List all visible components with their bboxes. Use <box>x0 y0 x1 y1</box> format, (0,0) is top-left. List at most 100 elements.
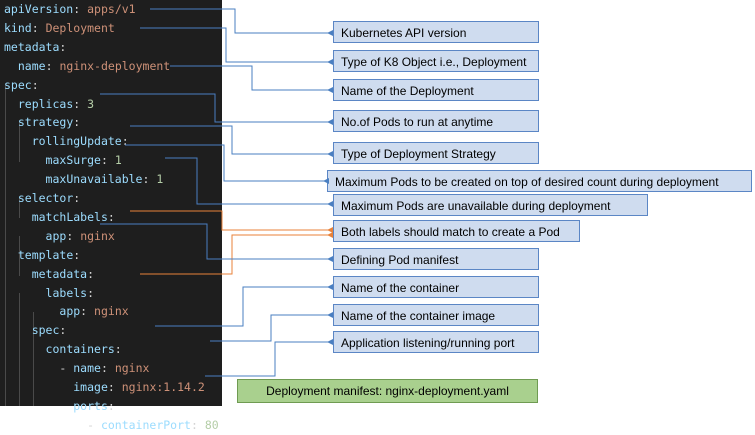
code-line: app: nginx <box>4 302 129 321</box>
yaml-key: containerPort <box>100 417 191 432</box>
connector-container-image <box>210 314 333 342</box>
arrowhead <box>327 339 333 345</box>
annotation-box: Type of Deployment Strategy <box>333 142 539 164</box>
annotation-box: Application listening/running port <box>333 331 539 353</box>
annotation-box: Kubernetes API version <box>333 21 539 43</box>
arrowhead <box>327 30 333 36</box>
annotation-box: Name of the container <box>333 276 539 298</box>
yaml-colon: : <box>107 209 115 224</box>
yaml-key: maxSurge <box>45 153 101 168</box>
connector-apiversion <box>150 8 333 34</box>
code-line: - name: nginx <box>4 359 149 378</box>
arrowhead <box>327 201 333 207</box>
yaml-key: app <box>59 304 81 319</box>
footer-label: Deployment manifest: nginx-deployment.ya… <box>237 379 538 403</box>
code-line: strategy: <box>4 113 80 132</box>
code-line: matchLabels: <box>4 208 115 227</box>
arrowhead <box>327 284 333 290</box>
code-line: maxSurge: 1 <box>4 151 122 170</box>
code-line: kind: Deployment <box>4 19 115 38</box>
arrowhead <box>323 178 329 184</box>
yaml-value: 80 <box>204 417 219 432</box>
arrowhead <box>327 119 333 125</box>
connector-app-template <box>140 234 333 275</box>
yaml-colon: : <box>31 20 39 35</box>
arrowhead <box>327 59 333 65</box>
connector-container-name <box>155 286 333 327</box>
yaml-key: replicas <box>17 96 74 111</box>
annotation-box: Type of K8 Object i.e., Deployment <box>333 50 539 72</box>
yaml-key: name <box>73 361 101 376</box>
arrowhead <box>327 256 333 262</box>
yaml-colon: : <box>100 153 108 168</box>
yaml-value: nginx <box>94 304 129 319</box>
arrowhead <box>327 151 333 157</box>
code-line: containers: <box>4 340 122 359</box>
indent-guide <box>33 312 34 406</box>
indent-guide <box>19 122 20 162</box>
yaml-colon: : <box>31 77 39 92</box>
connector-maxsurge <box>125 144 329 182</box>
yaml-code-panel <box>0 0 222 406</box>
annotation-box: No.of Pods to run at anytime <box>333 110 539 132</box>
annotation-box: Both labels should match to create a Pod <box>333 220 580 242</box>
code-line: app: nginx <box>4 227 115 246</box>
yaml-value: 1 <box>114 153 122 168</box>
indent-guide <box>5 85 6 406</box>
code-indent: - <box>4 417 101 432</box>
code-line: labels: <box>4 284 94 303</box>
yaml-colon: : <box>73 115 81 130</box>
connector-template <box>100 223 333 260</box>
yaml-key: apiVersion <box>4 2 74 16</box>
yaml-colon: : <box>87 266 95 281</box>
yaml-colon: : <box>121 134 129 149</box>
code-line: metadata: <box>4 38 66 57</box>
yaml-colon: : <box>114 342 122 357</box>
yaml-colon: : <box>73 2 81 16</box>
code-line: - containerPort: 80 <box>4 416 219 435</box>
code-line: spec: <box>4 76 39 95</box>
yaml-colon: : <box>73 247 81 262</box>
yaml-colon: : <box>73 191 81 205</box>
code-line: replicas: 3 <box>4 95 94 114</box>
yaml-colon: : <box>107 380 115 394</box>
yaml-colon: : <box>100 361 108 376</box>
annotation-box: Name of the container image <box>333 304 539 326</box>
connector-name <box>170 65 333 91</box>
yaml-colon: : <box>66 228 74 243</box>
yaml-colon: : <box>59 323 67 338</box>
yaml-value: 1 <box>156 172 164 187</box>
yaml-value: 3 <box>87 96 95 111</box>
arrowhead <box>327 87 333 93</box>
yaml-key: selector <box>17 191 74 205</box>
yaml-key: matchLabels <box>31 209 108 224</box>
indent-guide <box>19 198 20 218</box>
yaml-key: image <box>73 380 108 394</box>
code-line: template: <box>4 246 80 265</box>
yaml-key: name <box>17 58 46 73</box>
connector-lines <box>100 8 333 377</box>
connector-kind <box>140 27 333 63</box>
yaml-key: template <box>17 247 74 262</box>
connector-container-port <box>205 341 333 377</box>
annotation-box: Maximum Pods are unavailable during depl… <box>333 194 648 216</box>
arrowhead <box>327 312 333 318</box>
yaml-value: apps/v1 <box>87 2 136 16</box>
yaml-colon: : <box>59 39 67 54</box>
yaml-value: nginx:1.14.2 <box>121 380 205 394</box>
code-line: selector: <box>4 189 80 208</box>
yaml-value: Deployment <box>45 20 115 35</box>
yaml-key: rollingUpdate <box>31 134 122 149</box>
yaml-key: maxUnavailable <box>45 172 143 187</box>
code-line: rollingUpdate: <box>4 132 129 151</box>
connector-strategy <box>130 125 333 155</box>
code-line: image: nginx:1.14.2 <box>4 378 205 397</box>
yaml-value: nginx <box>80 228 115 243</box>
connector-app-selector <box>130 210 333 231</box>
arrowhead <box>327 227 333 233</box>
code-line: maxUnavailable: 1 <box>4 170 164 189</box>
yaml-value: nginx-deployment <box>59 58 171 73</box>
yaml-colon: : <box>142 172 150 187</box>
yaml-key: strategy <box>17 115 74 130</box>
yaml-key: spec <box>31 323 60 338</box>
